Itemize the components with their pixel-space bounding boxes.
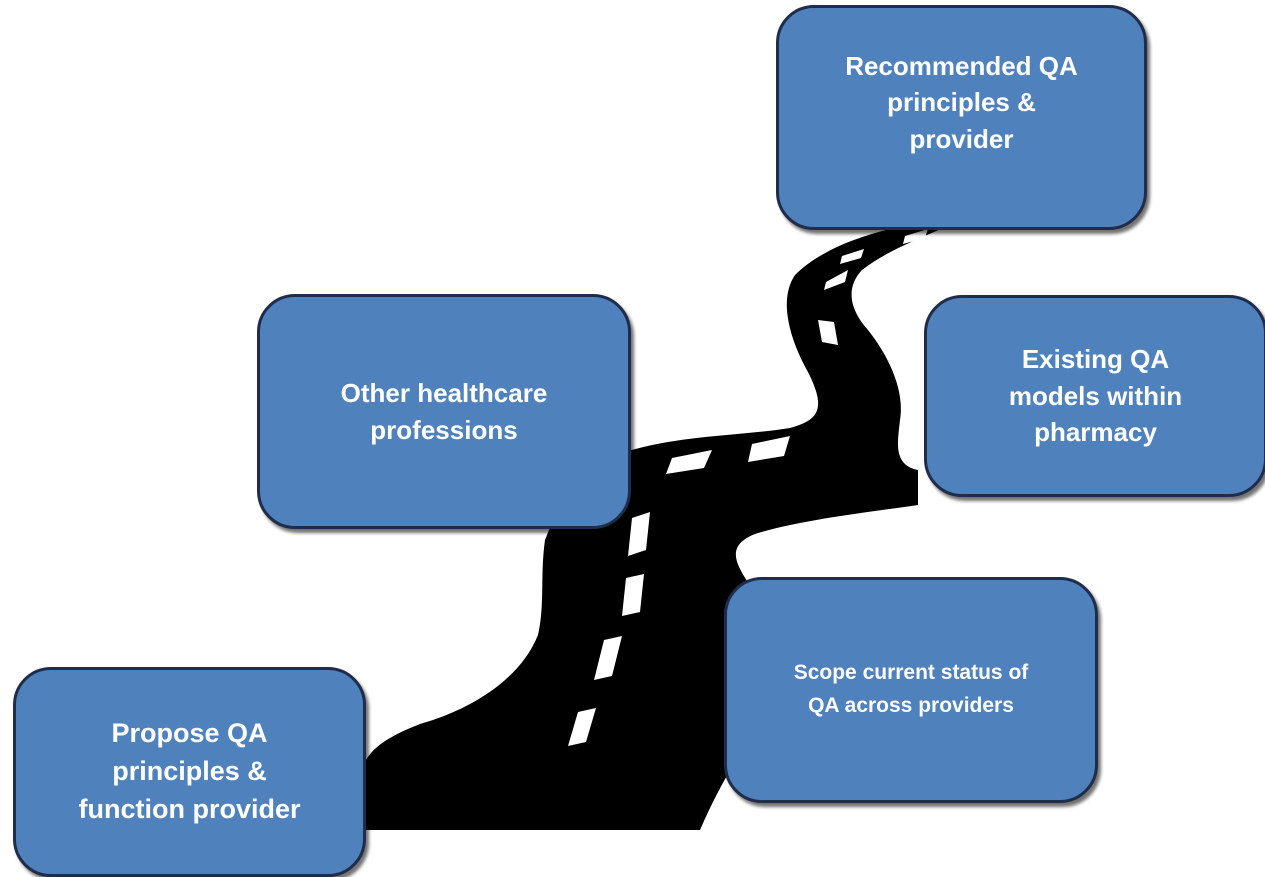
- propose-qa-principles-box: Propose QA principles & function provide…: [13, 667, 366, 877]
- scope-current-status-box: Scope current status of QA across provid…: [724, 577, 1098, 803]
- recommended-qa-principles-box: Recommended QA principles & provider: [776, 5, 1147, 230]
- road-lane-markings: [568, 229, 928, 746]
- existing-qa-models-box: Existing QA models within pharmacy: [924, 295, 1265, 497]
- road-surface: [366, 218, 965, 830]
- other-healthcare-professions-box: Other healthcare professions: [257, 294, 631, 529]
